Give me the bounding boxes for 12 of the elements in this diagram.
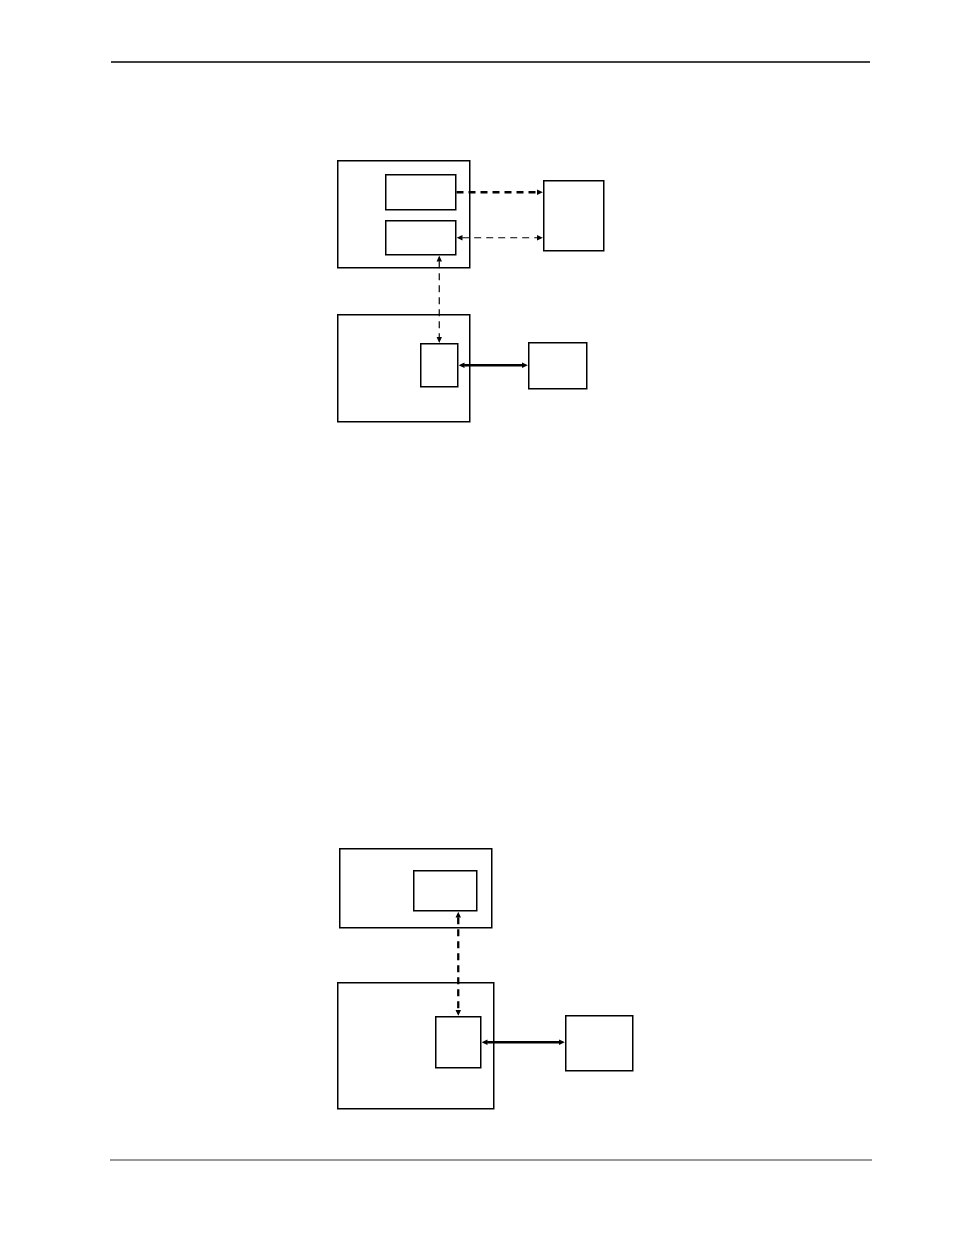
box <box>385 174 457 211</box>
box <box>337 314 471 423</box>
box <box>337 982 495 1110</box>
box <box>435 1016 482 1069</box>
box <box>565 1015 634 1072</box>
box <box>413 870 478 912</box>
box <box>528 342 588 390</box>
box <box>385 220 457 256</box>
box <box>339 848 493 929</box>
box <box>420 343 459 388</box>
box <box>543 180 605 252</box>
box <box>337 160 471 269</box>
